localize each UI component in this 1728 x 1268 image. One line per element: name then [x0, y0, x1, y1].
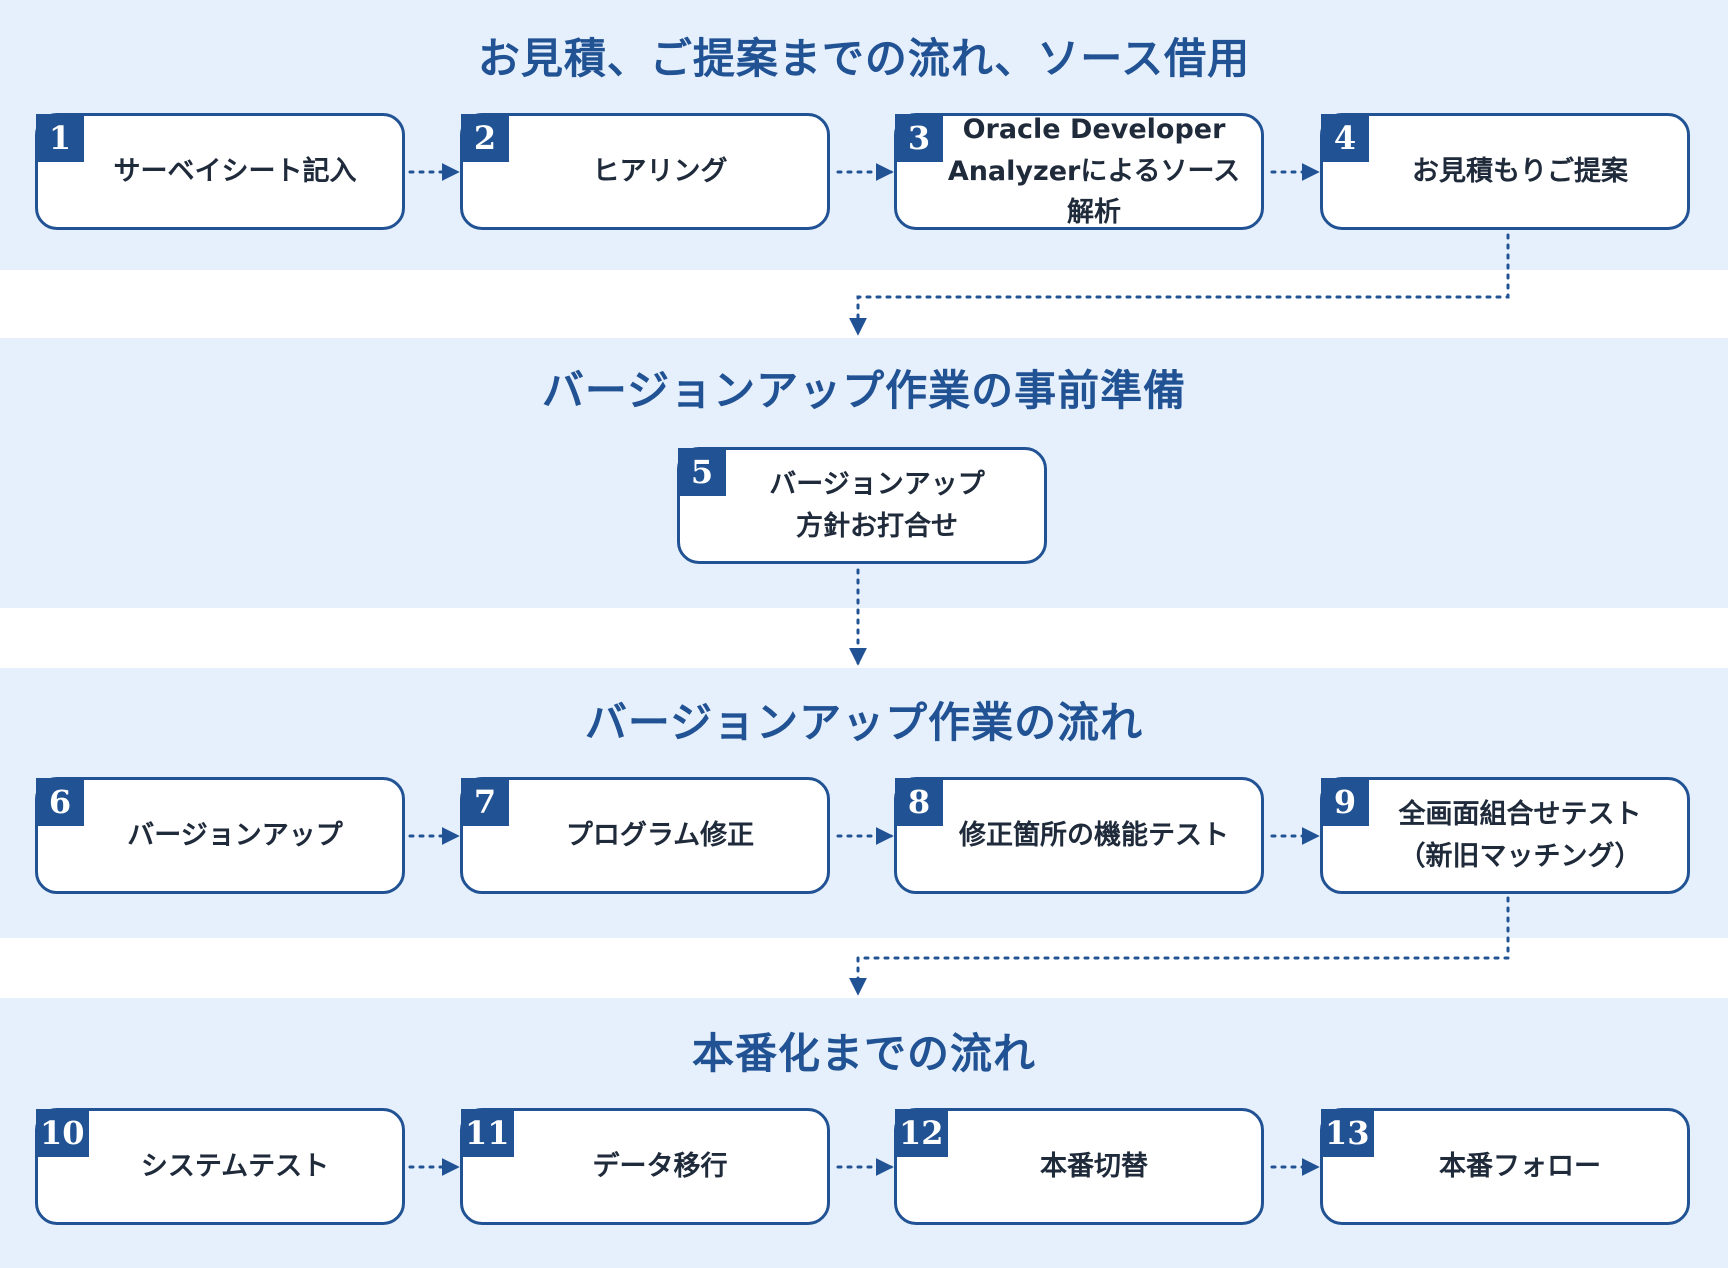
arrow-4-to-5: [849, 233, 1510, 336]
step-label-line: バージョンアップ: [127, 819, 343, 851]
step-label-line: 本番フォロー: [1439, 1150, 1601, 1182]
step-label-line: 全画面組合せテスト: [1398, 798, 1642, 830]
step-label-line: バージョンアップ: [769, 468, 985, 500]
step-label-line: 本番切替: [1040, 1150, 1148, 1182]
step-number: 11: [461, 1109, 514, 1157]
step-number: 3: [895, 114, 943, 162]
step-label-line: プログラム修正: [565, 819, 755, 851]
step-8: 8 修正箇所の機能テスト: [894, 777, 1264, 894]
step-number: 1: [36, 114, 84, 162]
step-3: 3 Oracle Developer Analyzerによるソース解析: [894, 113, 1264, 230]
step-4: 4 お見積もりご提案: [1320, 113, 1690, 230]
step-label-line: 方針お打合せ: [796, 510, 958, 542]
step-10: 10 システムテスト: [35, 1108, 405, 1225]
step-label-line: （新旧マッチング）: [1398, 840, 1642, 872]
step-label: バージョンアップ 方針お打合せ: [720, 450, 1034, 561]
section-title-production-flow: 本番化までの流れ: [691, 1029, 1036, 1078]
step-label: 本番切替: [937, 1111, 1251, 1222]
step-label-line: システムテスト: [140, 1150, 330, 1182]
step-9: 9 全画面組合せテスト （新旧マッチング）: [1320, 777, 1690, 894]
step-label-line: データ移行: [592, 1150, 728, 1182]
step-label-line: お見積もりご提案: [1412, 155, 1628, 187]
step-label-line: ヒアリング: [592, 155, 728, 187]
step-label: バージョンアップ: [78, 780, 392, 891]
step-label: システムテスト: [78, 1111, 392, 1222]
step-number: 7: [461, 778, 509, 826]
step-label: サーベイシート記入: [78, 116, 392, 227]
step-2: 2 ヒアリング: [460, 113, 830, 230]
step-label: 修正箇所の機能テスト: [937, 780, 1251, 891]
step-label: お見積もりご提案: [1363, 116, 1677, 227]
step-number: 12: [895, 1109, 948, 1157]
section-title-preparation: バージョンアップ作業の事前準備: [541, 366, 1187, 415]
section-title-upgrade-flow: バージョンアップ作業の流れ: [584, 698, 1144, 747]
step-1: 1 サーベイシート記入: [35, 113, 405, 230]
step-number: 13: [1321, 1109, 1374, 1157]
section-title-estimate: お見積、ご提案までの流れ、ソース借用: [477, 34, 1251, 83]
step-11: 11 データ移行: [460, 1108, 830, 1225]
step-5: 5 バージョンアップ 方針お打合せ: [677, 447, 1047, 564]
arrow-9-to-10: [849, 896, 1510, 996]
step-number: 8: [895, 778, 943, 826]
step-label: ヒアリング: [503, 116, 817, 227]
step-label-line: Oracle Developer: [962, 113, 1226, 145]
step-label: Oracle Developer Analyzerによるソース解析: [937, 114, 1251, 229]
step-label: 全画面組合せテスト （新旧マッチング）: [1363, 780, 1677, 891]
step-number: 10: [36, 1109, 89, 1157]
step-label: プログラム修正: [503, 780, 817, 891]
step-number: 4: [1321, 114, 1369, 162]
step-label-line: Analyzerによるソース解析: [947, 155, 1241, 229]
step-number: 2: [461, 114, 509, 162]
step-label: 本番フォロー: [1363, 1111, 1677, 1222]
step-number: 5: [678, 448, 726, 496]
step-number: 6: [36, 778, 84, 826]
step-label: データ移行: [503, 1111, 817, 1222]
step-label-line: 修正箇所の機能テスト: [959, 819, 1229, 851]
step-12: 12 本番切替: [894, 1108, 1264, 1225]
step-number: 9: [1321, 778, 1369, 826]
step-6: 6 バージョンアップ: [35, 777, 405, 894]
step-13: 13 本番フォロー: [1320, 1108, 1690, 1225]
step-7: 7 プログラム修正: [460, 777, 830, 894]
step-label-line: サーベイシート記入: [113, 155, 357, 187]
